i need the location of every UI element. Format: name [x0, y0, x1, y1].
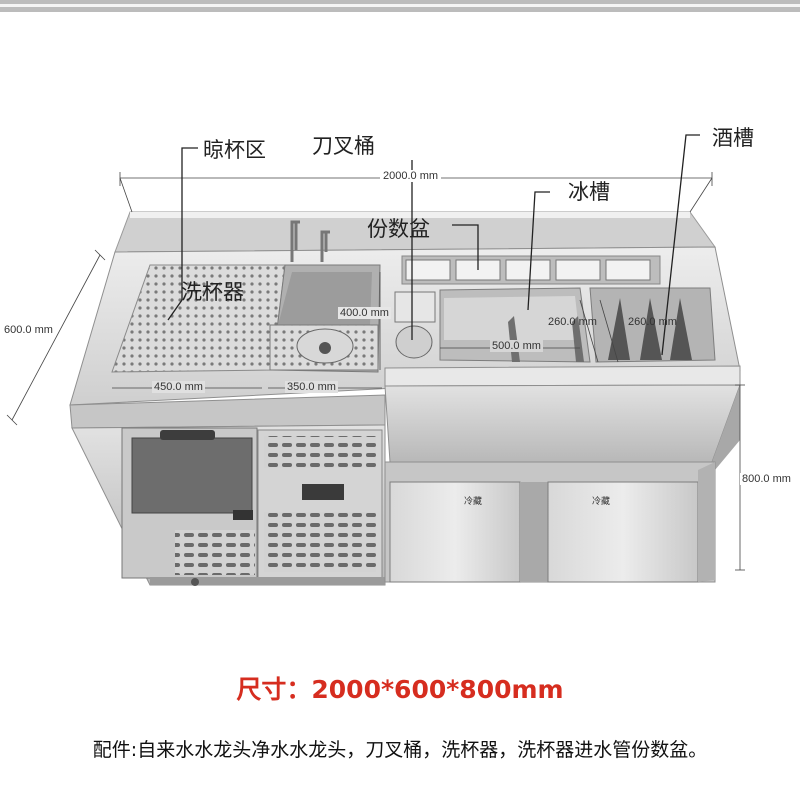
label-cup-washer: 洗杯器 [181, 280, 244, 304]
ice-divider-2 [572, 316, 584, 362]
label-ice-trough: 冰槽 [568, 180, 610, 204]
door-right [547, 481, 699, 583]
wine-divider-2 [640, 298, 662, 360]
backsplash-top [130, 212, 690, 218]
counter-front-right [384, 365, 741, 387]
knife-fork-bucket-ring [395, 325, 433, 359]
dim-total-length: 2000.0 mm [380, 170, 442, 182]
dim-sink-depth: 400.0 mm [338, 307, 391, 319]
right-upper-panel [384, 384, 741, 463]
vent-panel-top [264, 436, 376, 468]
portion-pan-5 [605, 259, 651, 281]
label-portion-pans: 份数盆 [367, 217, 430, 241]
leader-lines [167, 134, 700, 356]
top-strip-highlight [0, 4, 800, 7]
wine-divider-3 [670, 298, 692, 360]
faucet-right [320, 230, 330, 262]
ice-machine-display [233, 510, 253, 520]
dim-ice-trough-depth: 260.0 mm [548, 316, 597, 328]
label-knife-fork-bucket: 刀叉桶 [312, 134, 375, 158]
door-left [389, 481, 521, 583]
portion-pan-1 [405, 259, 451, 281]
dim-depth: 600.0 mm [2, 324, 55, 336]
label-cup-drying-area: 晾杯区 [203, 138, 266, 162]
right-body-side [698, 462, 715, 582]
ice-machine-window [131, 437, 253, 514]
portion-pan-3 [505, 259, 551, 281]
caster-left [191, 578, 199, 586]
dim-ice-trough-width: 500.0 mm [490, 340, 543, 352]
cup-washer-center [319, 342, 331, 354]
ice-machine-vents [175, 530, 255, 575]
dim-drain-board-width: 450.0 mm [152, 381, 205, 393]
door-right-tag: 冷藏 [592, 497, 611, 507]
door-left-tag: 冷藏 [464, 497, 483, 507]
faucet-left [290, 220, 300, 262]
wine-divider-1 [608, 298, 630, 360]
ice-machine-handle [160, 430, 215, 440]
label-wine-trough: 酒槽 [712, 126, 754, 150]
vent-panel-controller [302, 484, 344, 500]
right-upper-side [712, 385, 740, 470]
dim-height: 800.0 mm [740, 473, 793, 485]
left-body-skirt [150, 577, 385, 585]
portion-pan-4 [555, 259, 601, 281]
size-caption: 尺寸：2000*600*800mm [236, 675, 564, 704]
dim-sink-width: 350.0 mm [285, 381, 338, 393]
vent-panel-bottom [264, 512, 376, 572]
knife-fork-bucket [394, 291, 436, 323]
dim-wine-trough-depth: 260.0 mm [628, 316, 677, 328]
accessories-caption: 配件:自来水水龙头净水水龙头，刀叉桶，洗杯器，洗杯器进水管份数盆。 [92, 739, 708, 761]
door-gap [520, 482, 548, 582]
